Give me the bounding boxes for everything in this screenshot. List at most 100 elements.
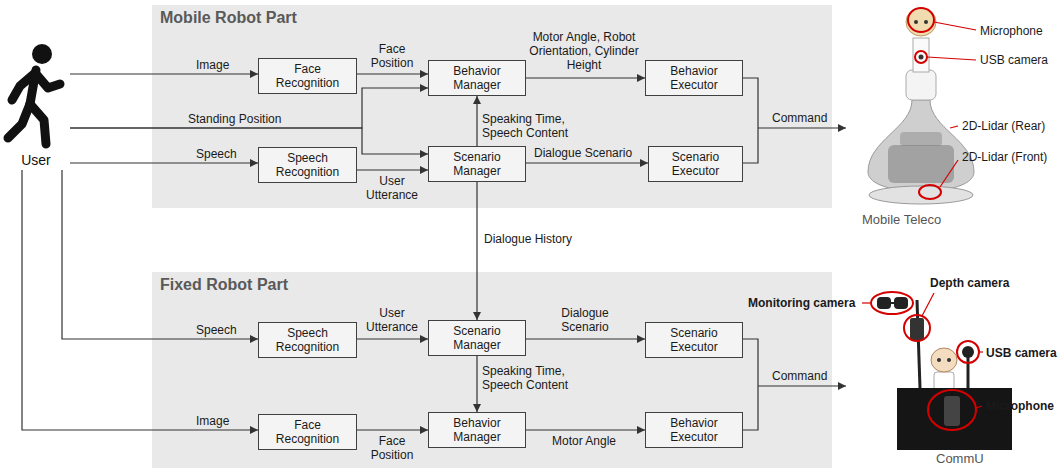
commu-robot [944,396,960,426]
part-label: USB camera [980,53,1048,67]
edge-label: Speaking Time, Speech Content [482,112,578,140]
commu-callouts [928,390,976,430]
edge-label: User Utterance [362,306,422,334]
teleco-robot [914,20,918,24]
box-label: Behavior Executor [650,64,738,92]
edge-label: Speaking Time, Speech Content [482,364,578,392]
part-label: USB camera [986,346,1057,360]
box-label: Scenario Executor [653,150,738,178]
commu-robot [917,300,920,388]
robot-caption: Mobile Teleco [862,213,941,227]
user-pictogram [12,74,34,100]
box-label: Scenario Executor [650,326,738,354]
process-box: Behavior Manager [428,60,526,96]
process-box: Speech Recognition [258,147,357,183]
commu-robot [947,358,951,362]
edge-label: Standing Position [188,112,281,126]
user-pictogram [2,42,70,150]
leader-lines [934,22,976,30]
commu-robot [934,372,954,390]
command-label: Command [772,111,827,125]
process-box: Behavior Manager [428,412,526,448]
commu-robot [877,297,1012,450]
edge-label: Motor Angle, Robot Orientation, Cylinder… [526,30,642,72]
edge-label: Dialogue Scenario [553,306,617,334]
teleco-robot [906,8,936,36]
user-pictogram [32,44,52,64]
teleco-callouts [919,185,941,199]
edge-label: Image [196,414,229,428]
box-label: Behavior Executor [650,416,738,444]
edge-label: Speech [196,147,237,161]
part-label: Monitoring camera [748,296,855,310]
edge-label: Dialogue Scenario [534,146,632,160]
user-pictogram [8,104,30,138]
teleco-robot [869,186,973,204]
edge-label: Image [196,58,229,72]
commu-callouts [871,292,913,314]
process-box: Speech Recognition [258,322,357,358]
leader-lines [976,406,982,408]
group-panel: Mobile Robot PartFace Recognition Behavio… [152,5,832,208]
teleco-callouts [915,51,927,63]
teleco-robot [900,132,942,146]
panel-title: Fixed Robot Part [160,276,288,294]
process-box: Behavior Executor [645,60,743,96]
box-label: Behavior Manager [433,416,521,444]
part-label: Depth camera [930,276,1009,290]
robot-caption: CommU [936,452,984,466]
part-label: 2D-Lidar (Rear) [962,119,1045,133]
process-box: Face Recognition [258,414,357,450]
commu-robot [877,297,891,309]
part-label: 2D-Lidar (Front) [962,150,1047,164]
process-box: Scenario Manager [428,146,526,182]
teleco-robot [906,70,936,100]
process-box: Scenario Executor [645,322,743,358]
process-box: Scenario Manager [428,320,526,356]
leader-lines [940,160,958,187]
process-box: Face Recognition [258,58,357,94]
user-pictogram [30,104,46,144]
commu-robot [931,348,957,372]
box-label: Scenario Manager [433,324,521,352]
panel-title: Mobile Robot Part [160,9,297,27]
box-label: Face Recognition [263,62,352,90]
edge-label: Motor Angle [552,434,616,448]
box-label: Behavior Manager [433,64,521,92]
teleco-robot [919,55,924,60]
process-box: Scenario Executor [648,146,743,182]
box-label: Face Recognition [263,418,352,446]
edge-label: Dialogue History [484,232,572,246]
process-box: Behavior Executor [645,412,743,448]
commu-robot [894,297,908,309]
box-label: Scenario Manager [433,150,521,178]
teleco-callouts [908,8,934,32]
box-label: Speech Recognition [263,326,352,354]
edge-label: Face Position [366,434,418,462]
commu-robot [897,388,1012,450]
teleco-robot [868,8,974,204]
command-label: Command [772,369,827,383]
teleco-callouts [908,8,941,199]
edge-label: Speech [196,323,237,337]
edge-label: Face Position [366,42,418,70]
commu-robot [891,302,894,304]
box-label: Speech Recognition [263,151,352,179]
leader-lines [950,126,958,128]
leader-lines [922,293,934,316]
commu-callouts [957,341,979,363]
commu-robot [962,346,974,358]
leader-lines [862,302,870,303]
commu-robot [937,358,941,362]
leader-lines [927,57,976,60]
commu-callouts [871,292,979,430]
part-label: Microphone [986,399,1054,413]
leader-lines [979,351,983,352]
leader-lines [862,293,983,408]
teleco-robot [924,20,928,24]
commu-robot [967,356,970,388]
user-figure: User [2,42,70,170]
user-label: User [2,152,70,168]
part-label: Microphone [980,24,1043,38]
